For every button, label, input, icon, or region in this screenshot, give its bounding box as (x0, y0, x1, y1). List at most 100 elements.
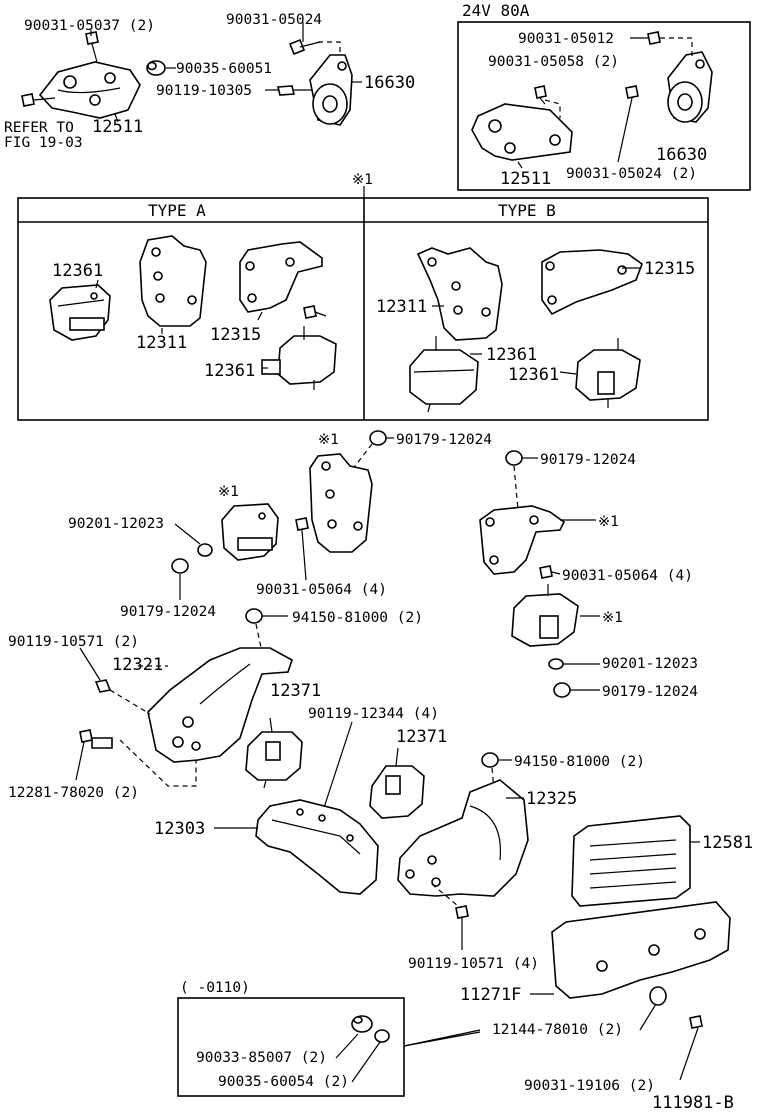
tensioner-16630-right (667, 51, 713, 123)
label-figure-code: 111981-B (652, 1093, 734, 1112)
bolt-90031-05024-top (288, 38, 321, 56)
label-90031-05064-a: 90031-05064 (4) (256, 582, 387, 598)
label-fig-19-03: FIG 19-03 (4, 135, 83, 151)
bracket-note1-mid (309, 453, 373, 553)
bolt-90119-10571-b (455, 905, 469, 950)
label-12321: 12321 (112, 655, 163, 675)
bolt-90031-05058 (534, 85, 547, 105)
label-refer-to: REFER TO (4, 120, 74, 136)
label-90035-60051: 90035-60051 (176, 61, 272, 77)
label-12361-a2: 12361 (204, 361, 255, 381)
bolt-90119-10305 (276, 85, 312, 96)
insulator-note1-right (511, 584, 600, 647)
label-note-right2: ※1 (602, 610, 623, 626)
insulator-12371-b (369, 747, 425, 819)
label-90031-05024-2: 90031-05024 (2) (566, 166, 697, 182)
bracket-12303 (255, 799, 379, 895)
insulator-12361-a1 (49, 284, 111, 341)
label-90201-12023-a: 90201-12023 (68, 516, 164, 532)
label-90033-85007: 90033-85007 (2) (196, 1050, 327, 1066)
bracket-note1-right (479, 505, 566, 575)
label-date-range: ( -0110) (180, 980, 250, 996)
bolt-90031-05064-a (295, 517, 309, 581)
bolt-12315-a (303, 305, 327, 319)
washer-90201-12023-b (548, 658, 600, 670)
label-12144-78010: 12144-78010 (2) (492, 1022, 623, 1038)
label-24v-80a: 24V 80A (462, 1, 530, 20)
cover-12581 (571, 815, 691, 907)
label-12361-b1: 12361 (486, 345, 537, 365)
bracket-12321 (147, 647, 293, 763)
collar-90033-85007 (351, 1015, 373, 1033)
nut-90179-12024-d (553, 682, 600, 698)
label-16630-left: 16630 (364, 73, 415, 93)
label-12311-a: 12311 (136, 333, 187, 353)
label-12311-b: 12311 (376, 297, 427, 317)
bracket-12325 (397, 779, 529, 897)
label-12281-78020: 12281-78020 (2) (8, 785, 139, 801)
insulator-12361-b1 (409, 336, 479, 413)
label-12511-left: 12511 (92, 117, 143, 137)
bolt-90031-19106 (679, 1015, 703, 1081)
label-note-mid1: ※1 (318, 432, 339, 448)
label-90031-19106: 90031-19106 (2) (524, 1078, 655, 1094)
grommet-12144-78010 (649, 986, 667, 1006)
label-94150-81000-a: 94150-81000 (2) (292, 610, 423, 626)
insulator-note1-mid (221, 503, 279, 561)
bolt-refer-left (21, 93, 56, 107)
collar-90035-60051 (146, 60, 166, 76)
label-12325: 12325 (526, 789, 577, 809)
label-note-top: ※1 (352, 172, 373, 188)
label-12371-b: 12371 (396, 727, 447, 747)
box-24v-80a (457, 21, 751, 191)
bolt-90031-05037 (85, 31, 99, 63)
bolt-90031-05024-right (617, 85, 639, 163)
bracket-12511-left (38, 61, 141, 119)
bracket-12511-right (471, 103, 573, 161)
label-90031-05058: 90031-05058 (2) (488, 54, 619, 70)
nut-90179-12024-b (171, 558, 189, 600)
label-note-mid2: ※1 (218, 484, 239, 500)
label-90031-05037: 90031-05037 (2) (24, 18, 155, 34)
label-90179-12024-d: 90179-12024 (602, 684, 698, 700)
label-90035-60054: 90035-60054 (2) (218, 1074, 349, 1090)
tensioner-16630-left (309, 54, 353, 126)
box-type-ab (17, 197, 709, 421)
label-12511-right: 12511 (500, 169, 551, 189)
nut-94150-81000-a (245, 608, 288, 624)
label-90031-05024-top: 90031-05024 (226, 12, 322, 28)
bracket-12311-a (139, 235, 207, 327)
bracket-12311-b (416, 247, 503, 341)
label-90119-10305: 90119-10305 (156, 83, 252, 99)
label-90031-05064-b: 90031-05064 (4) (562, 568, 693, 584)
insulator-12361-b2 (575, 338, 641, 408)
label-12361-b2: 12361 (508, 365, 559, 385)
label-90031-05012: 90031-05012 (518, 31, 614, 47)
nut-90179-12024-c (505, 450, 538, 466)
bracket-12315-b (541, 249, 643, 316)
cover-11271F (551, 901, 731, 999)
label-12361-a1: 12361 (52, 261, 103, 281)
washer-90201-12023-a (174, 523, 213, 557)
label-90179-12024-a: 90179-12024 (396, 432, 492, 448)
label-90119-12344: 90119-12344 (4) (308, 706, 439, 722)
label-type-b: TYPE B (498, 201, 556, 220)
insulator-12371-a (245, 717, 303, 789)
label-12315-a: 12315 (210, 325, 261, 345)
nut-90179-12024-a (369, 430, 394, 446)
label-12303: 12303 (154, 819, 205, 839)
label-94150-81000-b: 94150-81000 (2) (514, 754, 645, 770)
label-type-a: TYPE A (148, 201, 206, 220)
bolt-90031-05064-b (539, 565, 561, 579)
label-11271F: 11271F (460, 985, 521, 1005)
bolt-12281-78020 (75, 729, 113, 781)
label-12371-a: 12371 (270, 681, 321, 701)
box-date-range (177, 997, 405, 1097)
label-16630-right: 16630 (656, 145, 707, 165)
label-90119-10571-b: 90119-10571 (4) (408, 956, 539, 972)
bolt-90119-10571-a (79, 647, 112, 693)
label-90119-10571-a: 90119-10571 (2) (8, 634, 139, 650)
label-90179-12024-c: 90179-12024 (120, 604, 216, 620)
